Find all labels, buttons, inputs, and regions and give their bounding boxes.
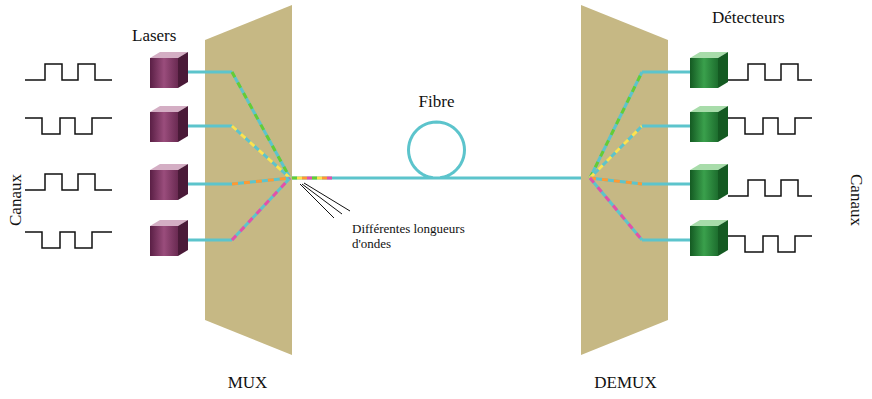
square-wave xyxy=(728,180,812,196)
fibre-segment xyxy=(642,239,690,242)
wavelength-dash xyxy=(292,177,332,180)
detector-box xyxy=(690,164,728,200)
detector-box xyxy=(690,106,728,142)
mux-panel: MUX xyxy=(200,0,295,399)
trapezoid xyxy=(205,5,292,355)
detector-box-front xyxy=(690,112,718,142)
laser-box xyxy=(150,220,188,256)
detector-box xyxy=(690,52,728,88)
leader-line xyxy=(302,184,342,214)
square-wave xyxy=(25,64,112,80)
laser-box xyxy=(150,52,188,88)
laser-box xyxy=(150,164,188,200)
fibre-segment xyxy=(188,239,232,242)
fibre-segment xyxy=(642,125,690,128)
fibre-segment xyxy=(188,183,232,186)
square-wave xyxy=(728,236,812,252)
leader-lines xyxy=(300,183,350,218)
leader-line xyxy=(304,183,350,211)
wavelength-dash xyxy=(292,177,332,180)
square-wave xyxy=(25,118,112,134)
panel-label: MUX xyxy=(200,373,295,393)
leader-line xyxy=(300,184,334,218)
fibre-link xyxy=(292,122,581,178)
trapezoid xyxy=(581,5,668,355)
laser-box-side xyxy=(178,164,188,200)
detector-box-side xyxy=(718,106,728,142)
laser-box-front xyxy=(150,226,178,256)
square-wave xyxy=(728,118,812,134)
fibre-segment xyxy=(642,183,690,186)
text-label: Différentes longueurs d'ondes xyxy=(352,222,467,252)
laser-box-side xyxy=(178,220,188,256)
fibre-segment xyxy=(188,125,232,128)
panel-outline xyxy=(578,0,673,399)
text-label: Détecteurs xyxy=(712,8,785,28)
wavelength-dash xyxy=(292,177,332,180)
square-wave xyxy=(25,174,112,190)
detector-box-front xyxy=(690,170,718,200)
laser-box-front xyxy=(150,58,178,88)
edge-label: Fibre xyxy=(419,92,455,112)
mux-panel: DEMUX xyxy=(578,0,673,399)
laser-box-front xyxy=(150,112,178,142)
detector-box-side xyxy=(718,220,728,256)
laser-box-side xyxy=(178,52,188,88)
signal-waves xyxy=(25,64,812,252)
detector-box-front xyxy=(690,58,718,88)
fibre-segment xyxy=(188,71,232,74)
detector-box-front xyxy=(690,226,718,256)
laser-box xyxy=(150,106,188,142)
text-label: Canaux xyxy=(6,174,26,226)
laser-box-front xyxy=(150,170,178,200)
fibre-segment xyxy=(642,71,690,74)
text-label: Canaux xyxy=(846,174,866,226)
square-wave xyxy=(25,232,112,248)
panel-outline xyxy=(200,0,295,399)
detector-box xyxy=(690,220,728,256)
text-label: Lasers xyxy=(132,26,176,46)
detector-box-side xyxy=(718,52,728,88)
panel-label: DEMUX xyxy=(578,373,673,393)
wavelength-dash xyxy=(292,177,332,180)
square-wave xyxy=(728,64,812,80)
laser-box-side xyxy=(178,106,188,142)
detector-box-side xyxy=(718,164,728,200)
